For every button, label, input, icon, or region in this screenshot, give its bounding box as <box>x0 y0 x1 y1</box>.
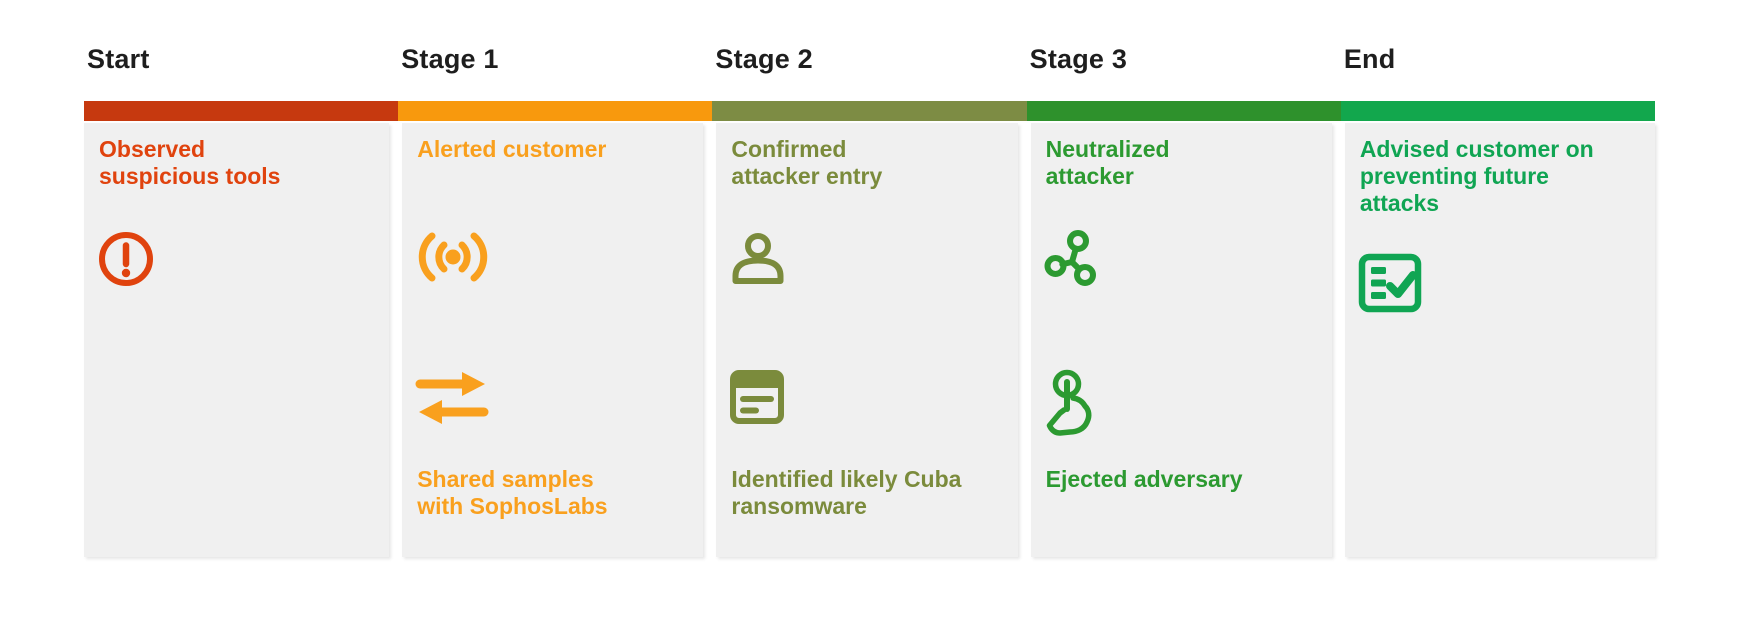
stage-panel-start: Observed suspicious tools <box>84 123 390 557</box>
stage-panel-stage1: Alerted customer <box>402 123 704 557</box>
person-icon <box>729 230 787 288</box>
swap-arrows-icon <box>415 369 489 427</box>
stage-panel-stage2: Confirmed attacker entry Identifie <box>716 123 1018 557</box>
stage-header-end: End <box>1343 44 1396 74</box>
tap-hand-icon <box>1044 369 1098 437</box>
stage-title-stage3: Neutralized attacker <box>1045 136 1170 189</box>
stage-panel-stage3: Neutralized attacker <box>1030 123 1332 557</box>
stage-title-stage1: Alerted customer <box>417 136 607 162</box>
stage-header-start: Start <box>87 44 150 74</box>
stage-color-bar-start <box>84 101 399 121</box>
stage-title-end: Advised customer on preventing future at… <box>1359 136 1594 216</box>
stage-caption-stage2: Identified likely Cuba ransomware <box>731 466 962 519</box>
stage-title-stage2: Confirmed attacker entry <box>731 136 883 189</box>
report-icon <box>729 369 785 425</box>
stage-header-stage1: Stage 1 <box>401 44 499 74</box>
checklist-icon <box>1358 253 1422 313</box>
stage-header-stage2: Stage 2 <box>715 44 813 74</box>
broadcast-icon <box>415 230 491 284</box>
alert-circle-icon <box>97 230 155 288</box>
containment-icon <box>1044 230 1102 288</box>
timeline-column-start: Start Observed suspicious tools <box>84 44 399 557</box>
timeline-column-stage1: Stage 1 Alerted customer <box>398 44 713 557</box>
timeline-column-end: End Advised customer on preventing futur… <box>1340 44 1656 557</box>
timeline: Start Observed suspicious tools Stage 1 … <box>84 44 1656 557</box>
stage-panel-end: Advised customer on preventing future at… <box>1344 123 1656 557</box>
stage-caption-stage1: Shared samples with SophosLabs <box>417 466 608 519</box>
stage-color-bar-end <box>1340 101 1656 121</box>
stage-header-stage3: Stage 3 <box>1029 44 1128 74</box>
stage-color-bar-stage3 <box>1026 101 1341 121</box>
stage-color-bar-stage2 <box>712 101 1027 121</box>
stage-caption-stage3: Ejected adversary <box>1045 466 1243 492</box>
timeline-column-stage2: Stage 2 Confirmed attacker entry <box>712 44 1027 557</box>
stage-title-start: Observed suspicious tools <box>99 136 281 189</box>
stage-color-bar-stage1 <box>398 101 713 121</box>
timeline-column-stage3: Stage 3 Neutralized attacker <box>1026 44 1341 557</box>
